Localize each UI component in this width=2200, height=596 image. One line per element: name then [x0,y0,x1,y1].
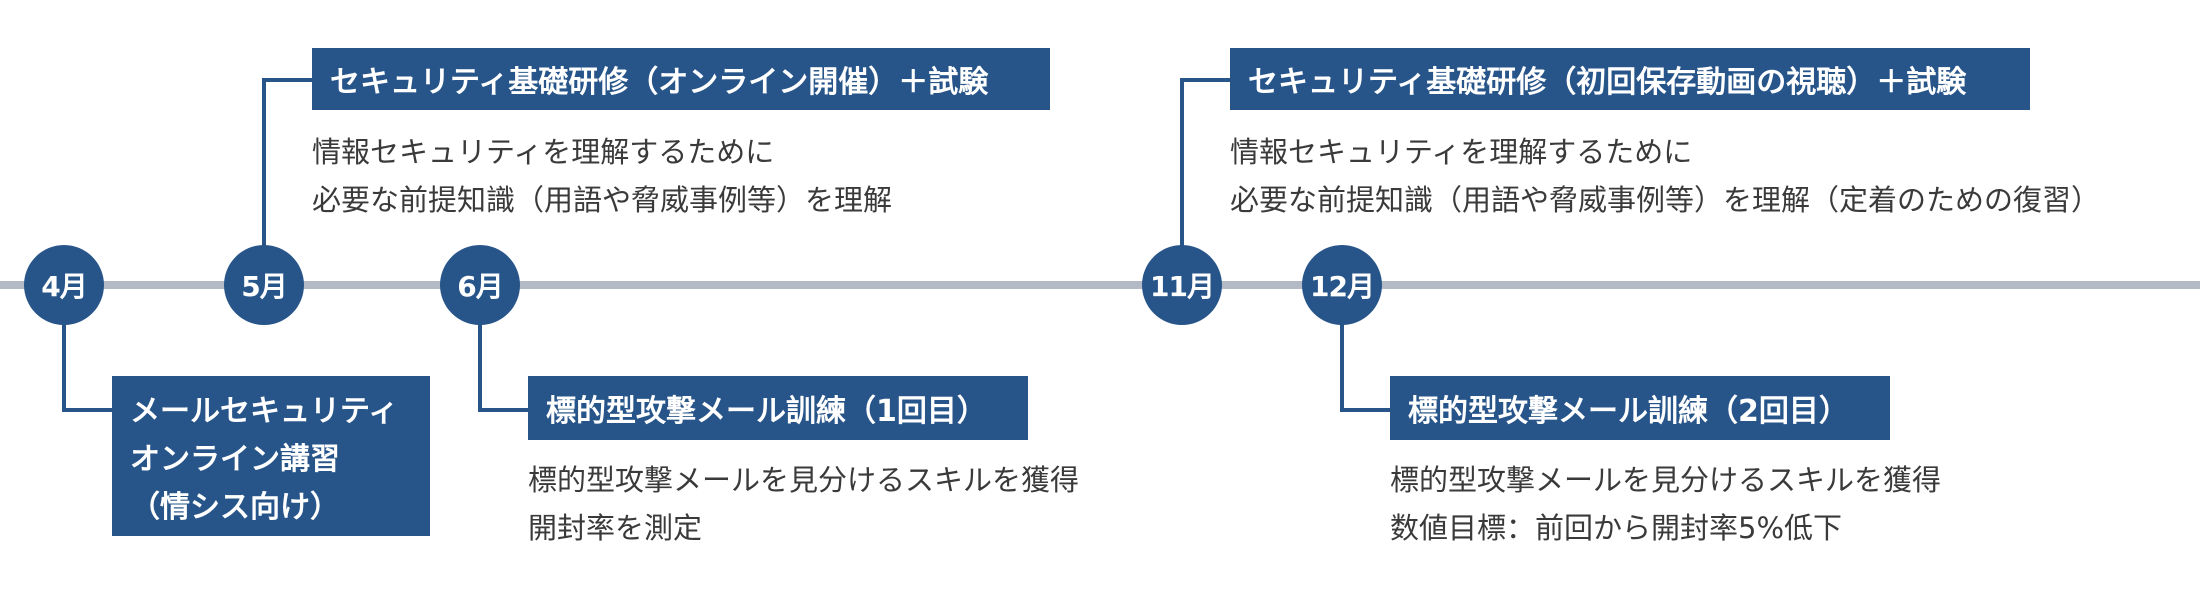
timeline-axis [0,281,2200,289]
month-marker-may: 5月 [224,245,304,325]
event-description-security-basics-online: 情報セキュリティを理解するために 必要な前提知識（用語や脅威事例等）を理解 [312,128,892,224]
event-description-phishing-drill-1: 標的型攻撃メールを見分けるスキルを獲得 開封率を測定 [528,456,1079,552]
event-title-line: （情シス向け） [130,490,340,525]
month-marker-apr: 4月 [24,245,104,325]
event-description-line: 標的型攻撃メールを見分けるスキルを獲得 [528,463,1080,497]
connector-dec-vertical [1340,320,1344,412]
connector-dec-horizontal [1340,408,1390,412]
event-description-line: 数値目標：前回から開封率5%低下 [1390,511,1843,545]
event-title-line: オンライン講習 [130,442,340,477]
month-marker-jun: 6月 [440,245,520,325]
event-description-security-basics-video: 情報セキュリティを理解するために 必要な前提知識（用語や脅威事例等）を理解（定着… [1230,128,2100,224]
connector-may-vertical [262,78,266,250]
event-description-line: 標的型攻撃メールを見分けるスキルを獲得 [1390,463,1942,497]
connector-nov-vertical [1180,78,1184,250]
event-title-phishing-drill-1: 標的型攻撃メール訓練（1回目） [528,376,1028,440]
connector-jun-horizontal [478,408,528,412]
event-description-line: 情報セキュリティを理解するために [1230,135,1693,169]
event-description-line: 必要な前提知識（用語や脅威事例等）を理解 [312,183,893,217]
month-marker-dec: 12月 [1302,245,1382,325]
event-title-phishing-drill-2: 標的型攻撃メール訓練（2回目） [1390,376,1890,440]
event-title-security-basics-video: セキュリティ基礎研修（初回保存動画の視聴）＋試験 [1230,48,2030,110]
month-marker-nov: 11月 [1142,245,1222,325]
connector-apr-horizontal [62,408,112,412]
event-title-line: メールセキュリティ [130,394,399,429]
event-description-line: 必要な前提知識（用語や脅威事例等）を理解（定着のための復習） [1230,183,2101,217]
connector-jun-vertical [478,320,482,412]
event-description-phishing-drill-2: 標的型攻撃メールを見分けるスキルを獲得 数値目標：前回から開封率5%低下 [1390,456,1941,552]
event-title-mail-security-course: メールセキュリティ オンライン講習 （情シス向け） [112,376,430,536]
connector-nov-horizontal [1180,78,1230,82]
connector-may-horizontal [262,78,312,82]
event-description-line: 情報セキュリティを理解するために [312,135,775,169]
connector-apr-vertical [62,320,66,412]
event-title-security-basics-online: セキュリティ基礎研修（オンライン開催）＋試験 [312,48,1050,110]
event-description-line: 開封率を測定 [528,511,703,545]
